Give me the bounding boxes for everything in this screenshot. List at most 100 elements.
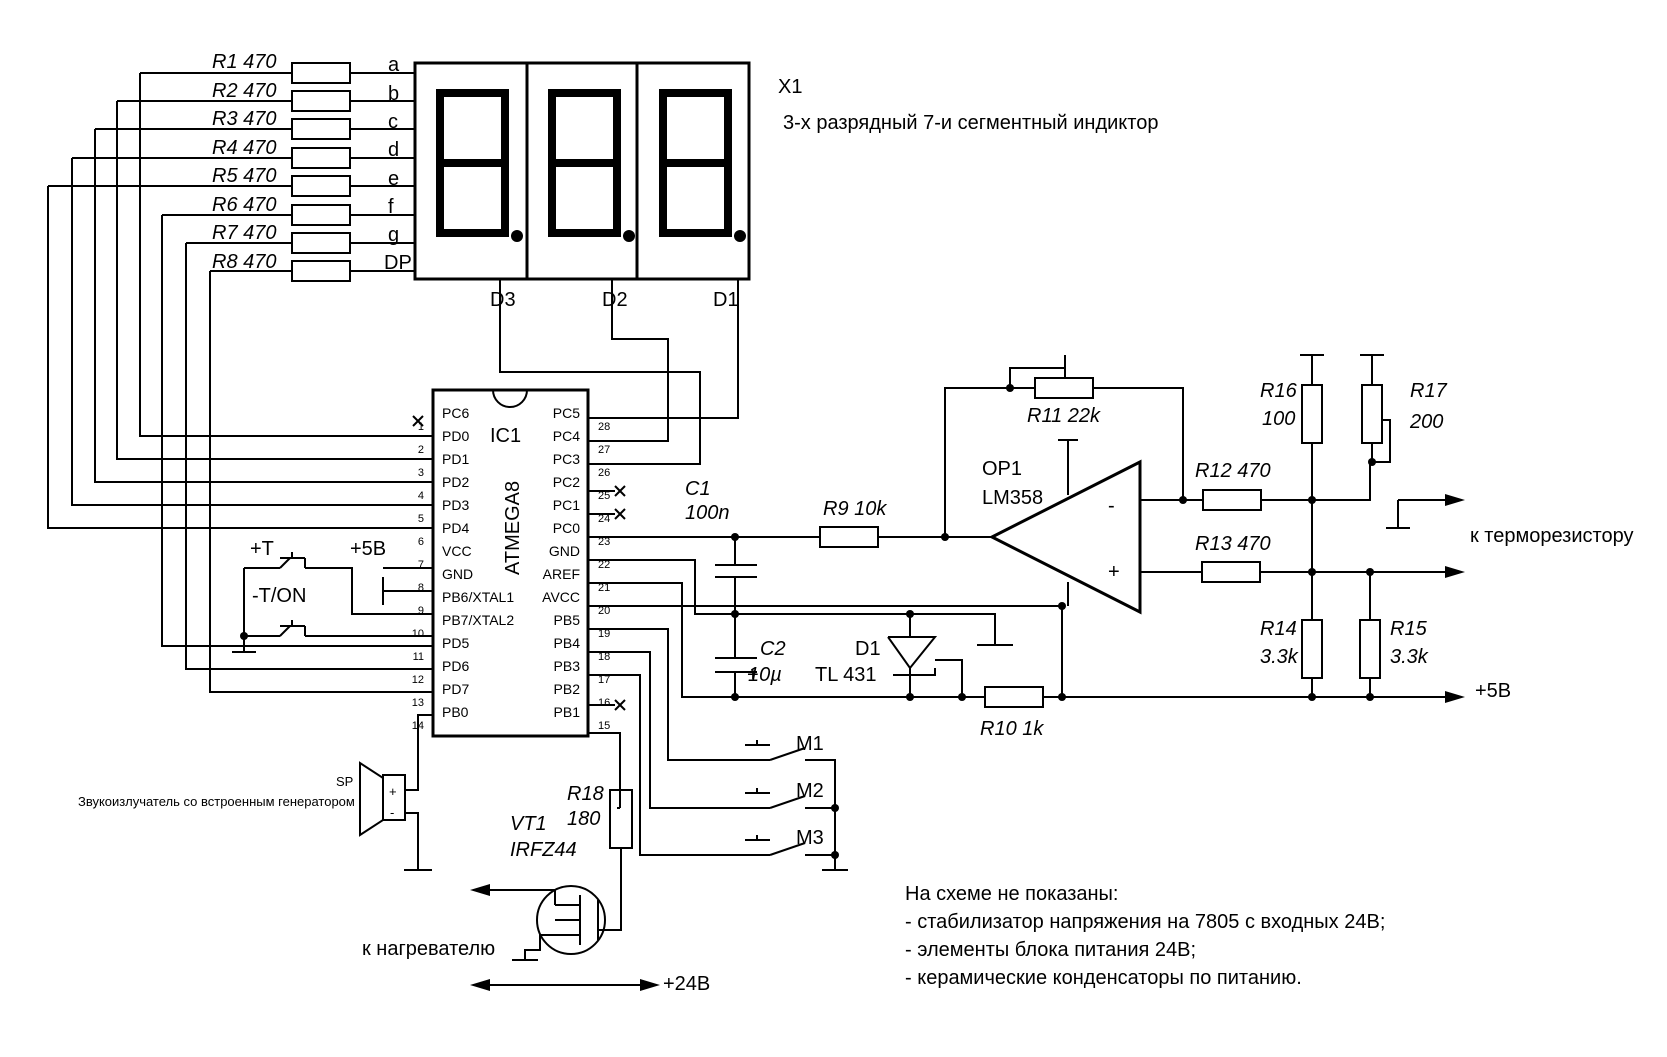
pin-name-pd0: PD0 [442,428,469,444]
label-vt1-ref: VT1 [510,813,547,835]
resistor-label-r8: R8 470 [212,251,277,273]
resistor-r8 [291,260,351,282]
button-m3 [745,835,806,856]
pin-num-1: 1 [418,421,424,433]
label-c2-plus: + [747,664,759,686]
mosfet-driver: R18 180 VT1 IRFZ44 к нагревателю +24В [362,732,710,995]
pin-num-21: 21 [598,582,610,594]
resistor-r6 [291,204,351,226]
pin-name-pb6: PB6/XTAL1 [442,589,514,605]
pin-num-12: 12 [412,674,424,686]
segment-label-g: g [388,224,399,246]
pin-name-pd6: PD6 [442,658,469,674]
note-line-2: - стабилизатор напряжения на 7805 с вход… [905,911,1385,933]
resistor-label-r4: R4 470 [212,137,277,159]
pin-name-gnd-right: GND [549,543,580,559]
label-c1-val: 100n [685,502,730,524]
no-connect-marks [412,415,626,711]
mcu-left-pin-numbers: 1 2 3 4 5 6 7 8 9 10 11 12 13 14 [412,421,424,732]
resistor-r16 [1301,384,1323,444]
pin-num-28: 28 [598,421,610,433]
segment-label-f: f [388,196,394,218]
pin-name-pb1: PB1 [554,704,581,720]
resistor-r4 [291,147,351,169]
label-plus5-top: +5В [350,538,386,560]
label-buzzer: Звукоизлучатель со встроенным генераторо… [78,794,355,809]
pin-num-22: 22 [598,559,610,571]
pin-name-pb0: PB0 [442,704,469,720]
pin-num-26: 26 [598,467,610,479]
resistor-label-r3: R3 470 [212,108,277,130]
pin-name-pc5: PC5 [553,405,580,421]
opamp-plus: + [1108,561,1120,583]
pin-num-11: 11 [413,651,424,663]
mcu-part: ATMEGA8 [502,481,524,575]
display-description: 3-х разрядный 7-и сегментный индиктор [783,112,1158,134]
notes: На схеме не показаны: - стабилизатор нап… [905,883,1385,989]
segment-label-a: a [388,54,400,76]
pin-name-pc4: PC4 [553,428,580,444]
pin-num-4: 4 [418,490,424,502]
buzzer-plus: + [389,784,397,799]
pin-name-pb7: PB7/XTAL2 [442,612,514,628]
mcu-ic1: IC1 ATMEGA8 PC6 PD0 PD1 PD2 PD3 PD4 VCC … [412,388,626,738]
digit-label-d3: D3 [490,289,516,311]
button-plus-t [243,552,305,641]
label-r16-ref: R16 [1260,380,1298,402]
buttons-t: +T +5В -T/ON [232,538,433,653]
pin-name-pc3: PC3 [553,451,580,467]
button-m2 [745,788,806,809]
pin-name-pd4: PD4 [442,520,469,536]
label-to-thermistor: к терморезистору [1470,525,1633,547]
pin-name-pd1: PD1 [442,451,469,467]
pin-num-19: 19 [598,628,610,640]
label-r18-val: 180 [567,808,600,830]
segment-label-c: c [388,111,398,133]
pin-num-17: 17 [598,674,610,686]
resistor-r11: R11 22k [944,355,1184,537]
label-m1: M1 [796,733,824,755]
mcu-notch [492,389,528,408]
resistor-r15 [1359,619,1381,679]
pin-num-6: 6 [418,536,424,548]
analog-frontend: R9 10k C1 100n C2 10µ + D1 TL 431 R10 1k [588,478,1445,740]
pin-num-23: 23 [598,536,610,548]
mosfet-vt1 [536,885,606,955]
resistor-label-r7: R7 470 [212,222,277,244]
label-r17-ref: R17 [1410,380,1448,402]
digit-glyph-d2 [548,89,635,242]
label-plus-t: +T [250,538,274,560]
label-m2: M2 [796,780,824,802]
label-c2-val: 10µ [748,664,782,686]
label-plus24: +24В [663,973,710,995]
pin-num-8: 8 [418,582,424,594]
mcu-body [431,388,590,738]
note-line-3: - элементы блока питания 24В; [905,939,1196,961]
resistor-r9 [819,526,879,548]
label-r13: R13 470 [1195,533,1271,555]
digit-glyph-d3 [436,89,523,242]
pin-name-pd7: PD7 [442,681,469,697]
pin-name-pb4: PB4 [554,635,581,651]
capacitor-c2 [715,614,757,697]
label-vt1-part: IRFZ44 [510,839,577,861]
pin-num-27: 27 [598,444,610,456]
digit-glyph-d1 [659,89,746,242]
resistor-r2 [291,90,351,112]
wire-d1 [588,279,739,419]
pin-num-13: 13 [412,697,424,709]
pin-num-5: 5 [418,513,424,525]
pin-name-pb5: PB5 [554,612,581,628]
pin-name-gnd-left: GND [442,566,473,582]
segment-label-b: b [388,83,399,105]
resistor-label-r5: R5 470 [212,165,277,187]
resistor-r14 [1301,619,1323,679]
segment-resistors: R1 470 R2 470 R3 470 R4 470 R5 470 R6 47… [47,51,433,693]
resistor-r3 [291,118,351,140]
digit-label-d1: D1 [713,289,739,311]
digit-label-d2: D2 [602,289,628,311]
button-minus-t [244,620,305,637]
buzzer-body [382,774,406,821]
resistor-r17 [1361,384,1383,444]
